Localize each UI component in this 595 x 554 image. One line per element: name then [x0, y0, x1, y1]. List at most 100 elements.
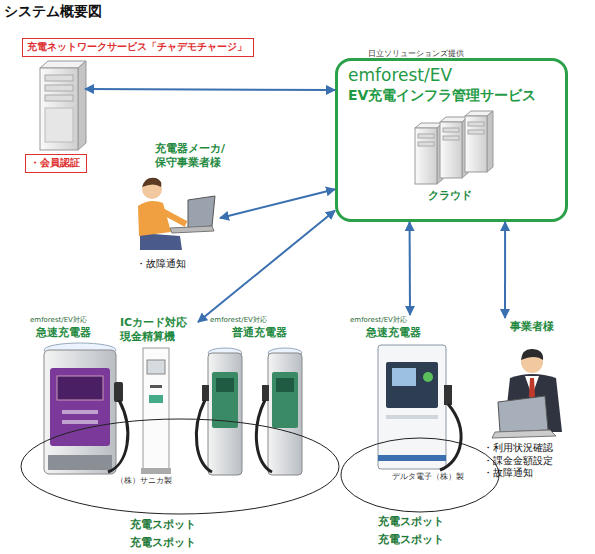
charger-body — [44, 350, 116, 474]
server-side — [487, 111, 493, 172]
server-bay — [468, 130, 484, 134]
charger-holster — [262, 385, 269, 401]
server-bay — [45, 75, 73, 81]
charger-holster — [114, 382, 123, 402]
person-legs — [140, 233, 182, 250]
node-label: emforest/EV — [348, 65, 548, 86]
charger-base — [48, 455, 112, 470]
machine-screen — [147, 360, 165, 374]
server-bay — [45, 95, 73, 101]
node-label: ・会員認証 — [25, 154, 87, 173]
node-label: 急速充電器 — [366, 326, 436, 340]
maintenance-node: 充電器メーカ/ 保守事業者様・故障通知 — [120, 140, 220, 270]
person-hair — [142, 178, 161, 187]
server-node: 充電ネットワークサービス「チャデモチャージ」・会員認証 — [30, 62, 85, 152]
node-label: EV充電インフラ管理サービス — [348, 87, 570, 105]
diagram-title: システム概要図 — [4, 3, 102, 21]
node-label: 充電スポット — [378, 515, 478, 529]
server-bay — [45, 85, 73, 91]
server-bay — [418, 142, 434, 146]
server-bay — [443, 128, 459, 132]
operator-node: 事業者様・利用状況確認 ・課金金額設定 ・故障通知 — [480, 318, 580, 488]
charger-panel — [212, 372, 238, 428]
charger-cable — [440, 404, 461, 470]
server-side — [78, 61, 86, 150]
charger-body — [208, 353, 242, 475]
connector-arrow — [85, 88, 335, 91]
payment-machine-node: ICカード対応 現金精算機 （株）サニカ製 — [118, 315, 198, 490]
ellipse-outline — [20, 418, 340, 515]
charger-screen — [392, 368, 416, 386]
charger-body — [268, 353, 302, 475]
charger-screen — [57, 376, 103, 400]
node-label: 充電器メーカ/ 保守事業者様 — [155, 142, 237, 170]
node-label: 急速充電器 — [36, 326, 116, 340]
charger-holster — [202, 385, 209, 401]
connector-arrow — [220, 189, 335, 218]
server-front — [40, 68, 78, 150]
laptop-base — [492, 430, 556, 438]
server-front — [465, 116, 487, 172]
node-label: emforest/EV対応 — [210, 316, 290, 325]
charger-body — [378, 345, 446, 469]
machine-body — [143, 348, 169, 472]
charger-screen — [216, 378, 234, 392]
node-label: 充電スポット — [378, 533, 478, 547]
normal-charger-node: emforest/EV対応普通充電器 — [205, 318, 310, 478]
machine-slot — [150, 385, 162, 388]
ellipse-shape — [341, 438, 499, 512]
charger-holster — [444, 385, 452, 405]
connector-arrow — [504, 222, 506, 318]
laptop-screen — [498, 396, 548, 432]
business-person — [492, 349, 562, 438]
charger-panel — [272, 372, 298, 428]
server-bay — [468, 122, 484, 126]
node-label: 普通充電器 — [232, 326, 302, 340]
node-label: デルタ電子（株）製 — [392, 472, 492, 482]
node-label: クラウド — [428, 189, 498, 203]
server-bay — [418, 134, 434, 138]
charger-line — [62, 420, 98, 424]
server-bay — [443, 136, 459, 140]
server-icon — [40, 61, 86, 150]
normal-charger — [196, 348, 242, 475]
node-label: emforest/EV対応 — [350, 316, 435, 325]
node-label: ・利用状況確認 ・課金金額設定 ・故障通知 — [483, 442, 561, 480]
node-label: ICカード対応 現金精算機 — [120, 316, 196, 344]
connector-arrow — [409, 222, 411, 315]
ellipse-shape — [21, 419, 339, 514]
person-shirt — [138, 201, 171, 236]
node-label: 充電スポット — [130, 518, 230, 532]
node-label: 充電ネットワークサービス「チャデモチャージ」 — [22, 38, 254, 57]
charger-cable — [196, 400, 212, 472]
normal-charger — [256, 348, 302, 475]
charger-panel — [50, 368, 110, 446]
person-hair — [521, 349, 543, 360]
node-label: 日立ソリューションズ提供 — [368, 49, 518, 59]
charger-cable — [108, 400, 128, 472]
charging-spot-ellipse: 充電スポット充電スポットemforest/EV対応急速充電器デルタ電子（株）製 — [340, 437, 500, 513]
node-label: （株）サニカ製 — [116, 476, 196, 486]
charger-cable — [256, 400, 272, 472]
maintenance-person — [138, 178, 215, 250]
machine-base — [141, 468, 171, 474]
cloud-service-box: 日立ソリューションズ提供emforest/EVEV充電インフラ管理サービスクラウ… — [335, 58, 568, 222]
server-front — [415, 128, 437, 184]
node-label: 事業者様 — [510, 320, 570, 334]
server-panel — [45, 108, 73, 142]
charging-spot-ellipse: 充電スポット充電スポットemforest/EV対応急速充電器ICカード対応 現金… — [20, 418, 340, 515]
person-arm — [160, 210, 186, 224]
cloud-servers — [415, 111, 493, 184]
node-label: 充電スポット — [130, 536, 230, 550]
quick-charger-node: emforest/EV対応急速充電器デルタ電子（株）製 — [348, 315, 448, 475]
charger-stripe — [378, 455, 446, 461]
charger-screen — [276, 378, 294, 392]
charger-panel — [386, 362, 438, 408]
laptop-screen — [188, 196, 215, 228]
laptop-base — [170, 226, 214, 233]
person-tie — [529, 378, 535, 400]
node-label: ・故障通知 — [136, 258, 216, 271]
machine-reader — [149, 395, 163, 403]
server-front — [440, 122, 462, 178]
